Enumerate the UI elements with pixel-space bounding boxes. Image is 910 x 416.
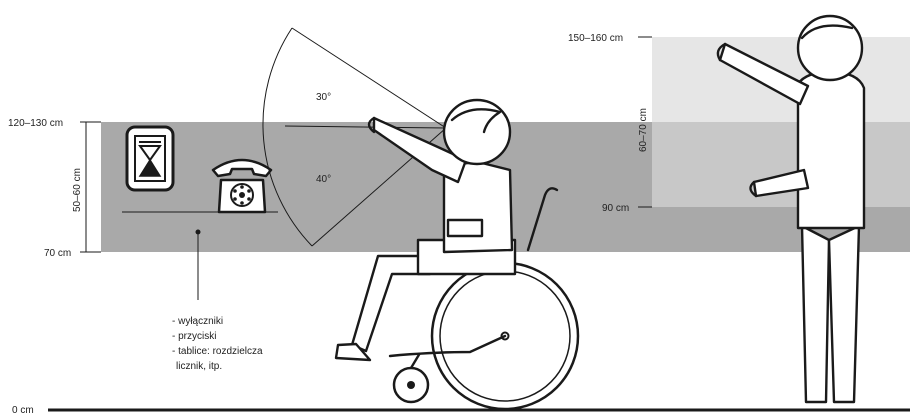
reach-zone-overlap [652, 122, 910, 207]
label-70: 70 cm [44, 248, 71, 259]
wheelchair-user-figure [334, 98, 580, 411]
list-item-panels: - tablice: rozdzielcza [172, 346, 263, 357]
label-120-130: 120–130 cm [8, 118, 63, 129]
label-150-160: 150–160 cm [568, 33, 623, 44]
list-item-meters: licznik, itp. [176, 361, 222, 372]
standing-user-figure [716, 14, 866, 404]
label-50-60: 50–60 cm [72, 168, 83, 212]
fire-alarm-icon [125, 125, 175, 192]
list-item-buttons: - przyciski [172, 331, 216, 342]
label-0: 0 cm [12, 405, 34, 416]
telephone-icon [211, 158, 273, 214]
label-angle-30: 30° [316, 92, 331, 103]
list-item-switches: - wyłączniki [172, 316, 223, 327]
label-60-70: 60–70 cm [638, 108, 649, 152]
label-90: 90 cm [602, 203, 629, 214]
label-angle-40: 40° [316, 174, 331, 185]
